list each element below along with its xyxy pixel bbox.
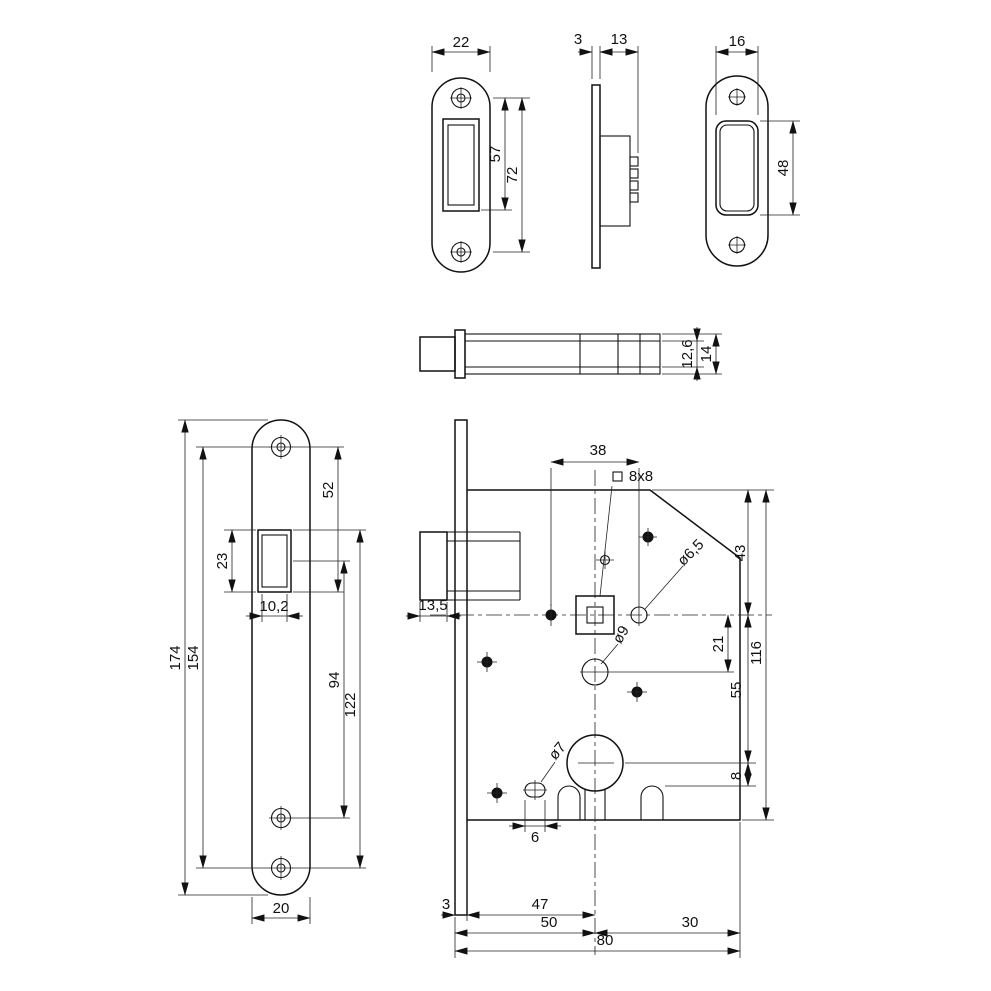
latch-opening-outer	[442, 118, 480, 212]
dimensions-magnet-plate: 16 48	[715, 33, 800, 216]
dim-label-13: 13	[611, 31, 628, 48]
dim-label-d6-5: ø6,5	[674, 536, 707, 569]
dim-label-94: 94	[326, 672, 343, 689]
latch-bolt-head	[419, 336, 456, 372]
latch-bolt-body	[464, 333, 661, 375]
latch-opening-outer	[257, 529, 292, 593]
dim-label-13-5: 13,5	[418, 597, 447, 614]
strike-plate-section	[591, 84, 601, 269]
faceplate-edge	[454, 419, 468, 916]
dim-label-6: 6	[531, 829, 539, 846]
latch-housing	[599, 135, 631, 227]
view-magnet-plate-front: 16 48	[705, 33, 800, 267]
dim-label-d9: ø9	[609, 623, 632, 647]
strike-plate-outline	[431, 77, 491, 273]
dim-label-57: 57	[487, 146, 504, 163]
dim-label-12-6: 12,6	[679, 339, 696, 368]
spindle-square-hole	[586, 606, 604, 624]
dimensions-latch-bolt: 12,6 14	[662, 327, 722, 381]
dim-label-22: 22	[453, 34, 470, 51]
bottom-slot	[557, 785, 581, 820]
dim-label-50: 50	[541, 914, 558, 931]
dim-label-43: 43	[732, 545, 749, 562]
magnet-plate-outline	[705, 75, 769, 267]
dim-label-52: 52	[320, 482, 337, 499]
dim-label-80: 80	[597, 932, 614, 949]
view-strike-plate-side: 3 13	[574, 31, 639, 269]
dim-label-116: 116	[748, 641, 765, 665]
view-lock-body: 38 8x8 43 21 116 55 8 ø6,5 ø9	[406, 419, 774, 958]
dim-label-3b: 3	[442, 896, 450, 913]
faceplate-section	[454, 329, 466, 379]
dimensions-strike-side: 3 13	[574, 31, 639, 153]
spindle-follower	[575, 595, 615, 635]
magnet-opening-outer	[715, 120, 759, 216]
latch-opening-inner	[447, 124, 475, 206]
dim-label-122: 122	[342, 692, 359, 717]
dim-label-10-2: 10,2	[259, 598, 288, 615]
dim-label-8x8: 8x8	[629, 468, 653, 485]
dim-label-20: 20	[273, 900, 290, 917]
dimensions-faceplate: 174 154 23 52 94 122 10,2 20	[167, 419, 366, 924]
dim-label-30: 30	[682, 914, 699, 931]
dim-label-14: 14	[698, 346, 715, 363]
cylinder-hole	[566, 734, 624, 792]
dim-label-3: 3	[574, 31, 582, 48]
magnet-opening-inner	[719, 124, 755, 212]
dim-label-154: 154	[185, 645, 202, 670]
dim-label-48: 48	[775, 160, 792, 177]
faceplate-outline	[251, 419, 311, 896]
dimensions-strike-front: 22 57 72	[431, 34, 530, 253]
dim-label-55: 55	[728, 682, 745, 699]
latch-bolt	[419, 531, 448, 601]
dim-label-72: 72	[504, 167, 521, 184]
dim-label-16: 16	[729, 33, 746, 50]
square-section-symbol	[612, 471, 623, 482]
dim-label-21: 21	[710, 636, 727, 653]
dimensions-lock-body: 38 8x8 43 21 116 55 8 ø6,5 ø9	[406, 442, 774, 958]
dim-label-47: 47	[532, 896, 549, 913]
dim-label-38: 38	[590, 442, 607, 459]
view-faceplate-front: 174 154 23 52 94 122 10,2 20	[167, 419, 366, 924]
latch-opening-inner	[261, 534, 288, 588]
bottom-slot	[640, 785, 664, 820]
dim-label-8: 8	[728, 772, 745, 780]
view-strike-plate-front: 22 57 72	[431, 34, 530, 273]
view-latch-bolt-side: 12,6 14	[419, 327, 722, 381]
lock-case-outline	[467, 489, 741, 821]
dim-label-174: 174	[167, 645, 184, 670]
dim-label-23: 23	[214, 553, 231, 570]
dim-label-d7: ø7	[545, 739, 569, 763]
